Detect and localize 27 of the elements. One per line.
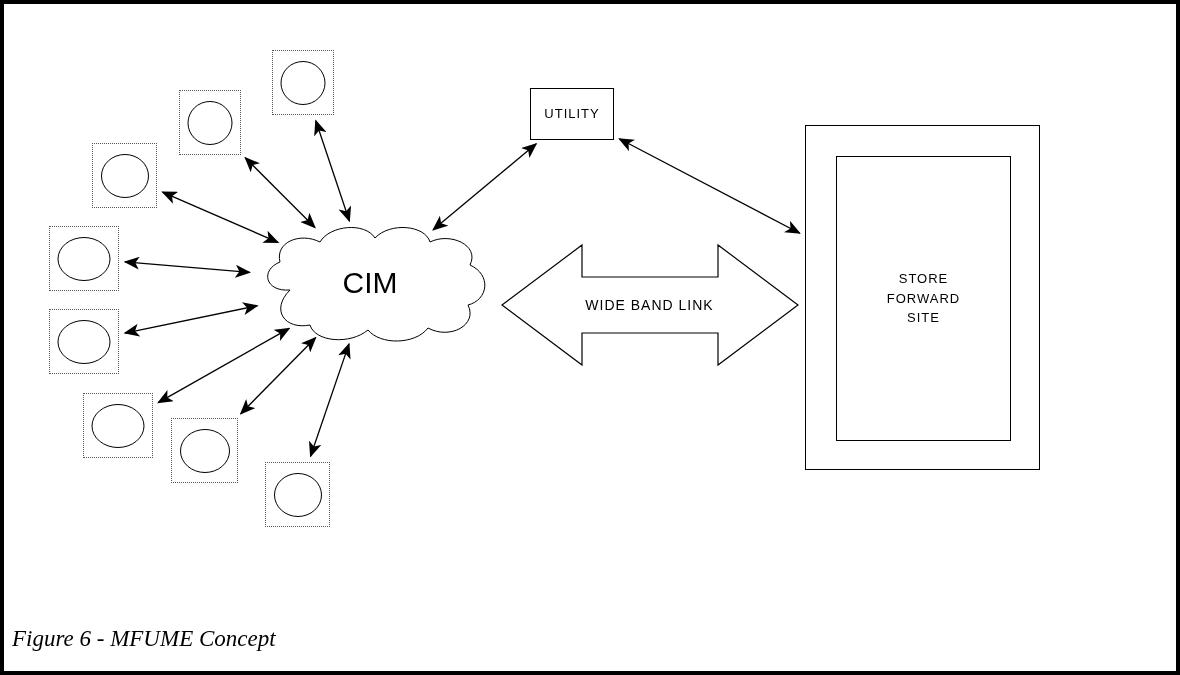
figure-caption: Figure 6 - MFUME Concept [12, 626, 276, 652]
outer-square [805, 125, 1040, 470]
node-label: CIM [342, 265, 398, 300]
double-arrow [157, 327, 291, 404]
double-arrow [123, 302, 259, 337]
double-arrow [618, 138, 801, 234]
dotted-square [265, 462, 330, 527]
node-label: UTILITY [544, 105, 600, 124]
dotted-square [92, 143, 157, 208]
double-arrow [161, 191, 280, 244]
block-arrow [501, 243, 799, 367]
dotted-square [83, 393, 153, 458]
node-label: STORE FORWARD SITE [885, 270, 962, 328]
dotted-square [272, 50, 334, 115]
double-arrow [309, 342, 351, 458]
double-arrow [244, 156, 316, 229]
dotted-square [49, 226, 119, 291]
process-box [836, 156, 1011, 441]
dotted-square [49, 309, 119, 374]
edge-label: WIDE BAND LINK [585, 297, 714, 313]
double-arrow [239, 336, 317, 415]
dotted-square [171, 418, 238, 483]
double-arrow [314, 119, 352, 223]
process-box [530, 88, 614, 140]
dotted-square [179, 90, 241, 155]
double-arrow [123, 256, 251, 278]
double-arrow [432, 143, 538, 231]
